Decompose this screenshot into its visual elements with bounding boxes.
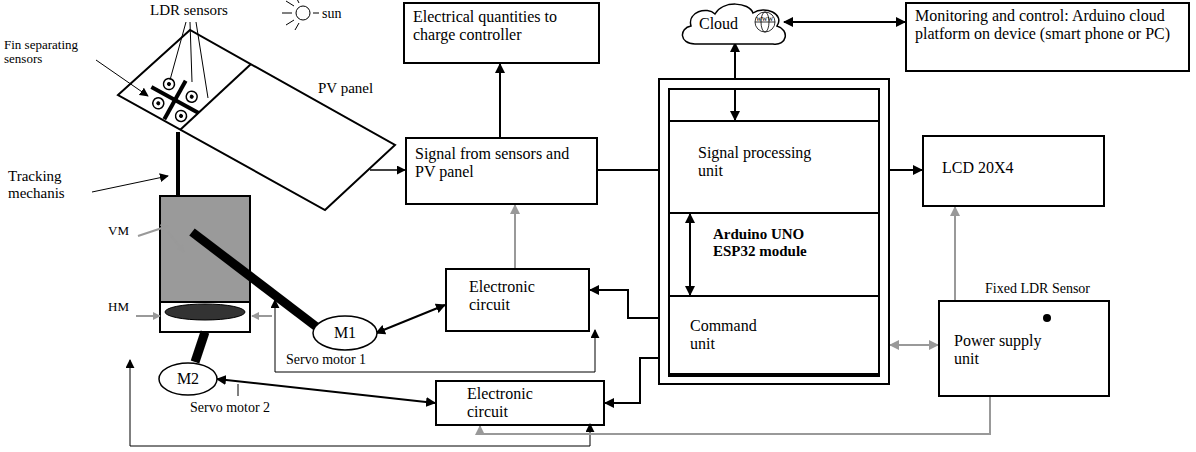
process-box: Monitoring and control: Arduino cloud pl…	[905, 2, 1190, 72]
process-box: Power supply unit	[938, 300, 1110, 397]
cloud-shape: Cloud	[677, 2, 790, 47]
connector-arrow	[499, 64, 501, 137]
module-label: Arduino UNO ESP32 module	[713, 226, 823, 261]
globe-icon	[755, 12, 775, 32]
process-box: Electronic circuit	[445, 268, 590, 332]
sun-symbol	[282, 0, 319, 30]
part-label: www	[756, 15, 773, 24]
part-label: LDR sensors	[150, 2, 228, 19]
connector-arrow	[880, 169, 922, 171]
node-text: Power supply unit	[954, 332, 1064, 369]
leader-line	[92, 22, 208, 192]
connector-arrow	[376, 305, 445, 333]
node-text: Signal from sensors and PV panel	[415, 145, 588, 182]
node-text: Electronic circuit	[469, 278, 569, 315]
controller-box: Arduino UNO ESP32 module Signal processin…	[658, 78, 890, 385]
node-text: M2	[177, 370, 199, 388]
part-label: PV panel	[318, 80, 373, 97]
part-label: HM	[108, 300, 129, 314]
process-box: LCD 20X4	[922, 135, 1105, 207]
part-label: sun	[322, 6, 341, 21]
part-label: Servo motor 1	[286, 352, 366, 367]
process-box: Signal from sensors and PV panel	[405, 137, 598, 205]
signal-wire	[130, 170, 595, 446]
fixed-ldr-dot	[1043, 314, 1051, 322]
connector-arrow	[217, 379, 435, 403]
node-text: Cloud	[699, 15, 790, 33]
process-box: Electrical quantities to charge controll…	[403, 2, 600, 64]
part-label: Fixed LDR Sensor	[985, 281, 1090, 296]
pv-panel	[118, 30, 395, 210]
node-text: M1	[334, 324, 356, 342]
part-label: Fin separating sensors	[4, 38, 104, 67]
part-label: Tracking mechanis	[8, 168, 88, 201]
process-box: Electronic circuit	[435, 380, 605, 426]
node-text: Electronic circuit	[467, 385, 577, 422]
process-box: Command unit	[668, 295, 880, 377]
connector-arrow	[689, 214, 691, 295]
part-label: Servo motor 2	[190, 400, 270, 415]
connector-arrow	[480, 397, 990, 434]
node-text: Command unit	[690, 317, 780, 354]
connector-arrow	[734, 43, 736, 120]
connector-arrow	[590, 290, 668, 318]
motor-ellipse: M2	[158, 362, 218, 396]
node-text: Monitoring and control: Arduino cloud pl…	[915, 7, 1180, 44]
connector-arrow	[784, 21, 905, 23]
node-text: Electrical quantities to charge controll…	[413, 8, 590, 45]
connector-arrow	[954, 207, 956, 300]
tracking-mechanism	[136, 132, 318, 362]
process-box: Signal processing unit	[668, 120, 880, 214]
connector-arrow	[514, 205, 516, 268]
part-label: VM	[108, 224, 129, 238]
connector-arrow	[890, 344, 938, 346]
node-text: Signal processing unit	[698, 144, 818, 181]
ldr-sensor-group	[141, 68, 210, 133]
node-text: LCD 20X4	[942, 159, 1095, 177]
motor-ellipse: M1	[312, 315, 378, 351]
